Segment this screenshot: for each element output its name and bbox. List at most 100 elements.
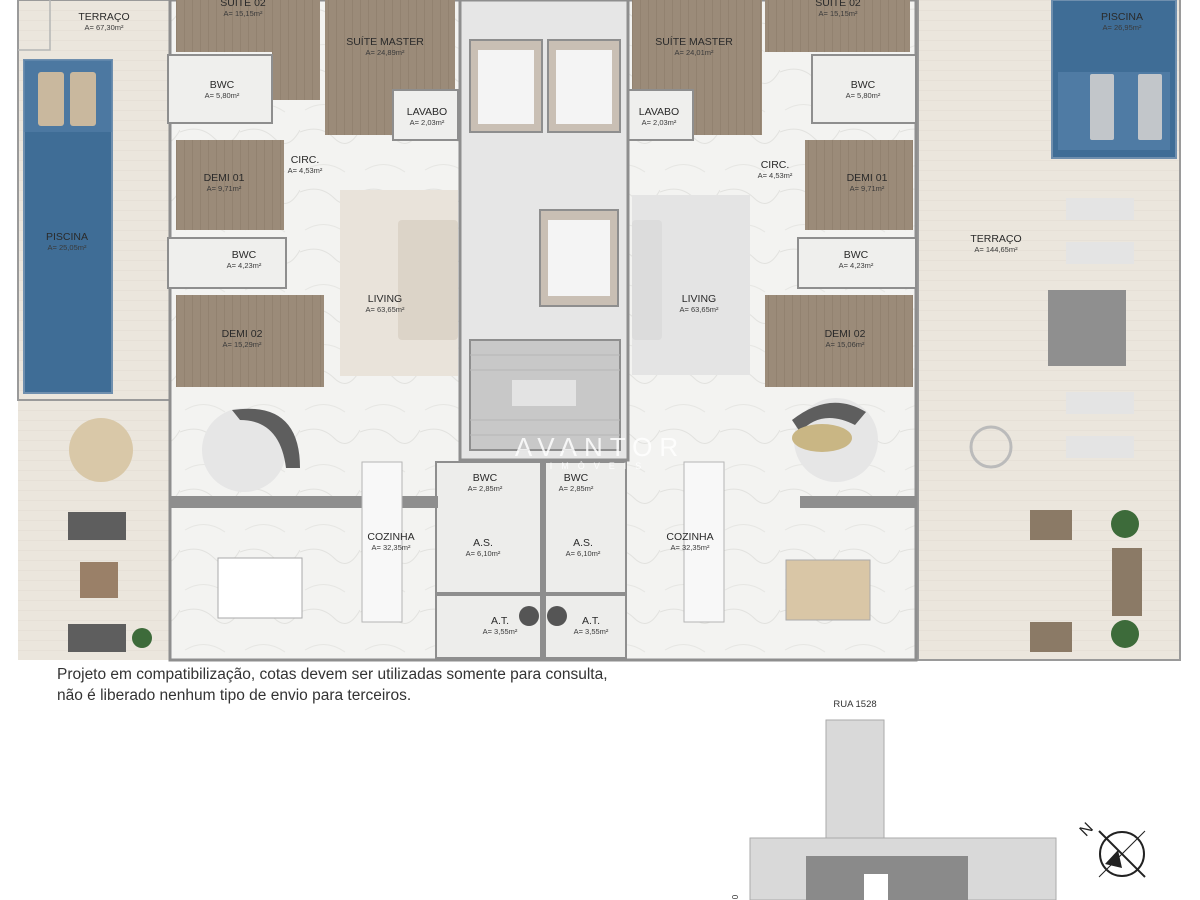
disclaimer-line-2: não é liberado nenhum tipo de envio para…: [57, 687, 412, 704]
kitchen-island-right: [683, 461, 725, 623]
room-label-at-left: A.T.: [491, 615, 509, 627]
room-label-piscina-right: PISCINA: [1101, 11, 1143, 23]
suite02-left-floor: [176, 0, 272, 52]
plant-icon: [1111, 620, 1139, 648]
room-area-living-left: A= 63,65m²: [366, 305, 405, 314]
gazebo-icon: [1048, 290, 1126, 366]
armchair-icon: [1030, 622, 1072, 652]
room-label-as-left: A.S.: [473, 537, 493, 549]
room-area-piscina-left: A= 25,05m²: [48, 243, 87, 252]
room-area-lavabo-left: A= 2,03m²: [410, 118, 445, 127]
room-area-living-right: A= 63,65m²: [680, 305, 719, 314]
room-label-piscina-left: PISCINA: [46, 231, 88, 243]
sofa-icon: [68, 624, 126, 652]
water-heater-icon: [519, 606, 539, 626]
room-label-circ-right: CIRC.: [761, 159, 790, 171]
sunbed-icon: [1090, 74, 1114, 140]
watermark-subtitle: IMÓVEIS: [549, 461, 651, 471]
room-label-terraco-left: TERRAÇO: [78, 11, 129, 23]
sofa-icon: [792, 402, 866, 432]
room-area-piscina-right: A= 26,95m²: [1103, 23, 1142, 32]
sunbed-icon: [1066, 242, 1134, 264]
disclaimer-note: Projeto em compatibilização, cotas devem…: [57, 664, 608, 706]
sofa-icon: [68, 512, 126, 540]
room-label-suite-master-left: SUÍTE MASTER: [346, 35, 424, 48]
site-street-block: [825, 719, 885, 841]
sunbed-icon: [1066, 198, 1134, 220]
room-label-circ-left: CIRC.: [291, 154, 320, 166]
armchair-icon: [1030, 510, 1072, 540]
room-area-as-left: A= 6,10m²: [466, 549, 501, 558]
room-label-bwc-service-left: BWC: [473, 472, 498, 484]
demi02-left-floor: [176, 295, 324, 387]
room-label-bwc-demi-left: BWC: [232, 249, 257, 261]
room-label-lavabo-left: LAVABO: [407, 106, 447, 118]
room-area-cozinha-right: A= 32,35m²: [671, 543, 710, 552]
sunbed-icon: [38, 72, 64, 126]
room-label-bwc-demi-right: BWC: [844, 249, 869, 261]
sofa-icon: [232, 408, 300, 468]
sunbed-icon: [1066, 436, 1134, 458]
room-area-bwc-demi-right: A= 4,23m²: [839, 261, 874, 270]
demi01-left-floor: [176, 140, 284, 230]
room-area-suite02-right: A= 15,15m²: [819, 9, 858, 18]
room-label-cozinha-right: COZINHA: [666, 531, 713, 543]
room-area-bwc-suite-left: A= 5,80m²: [205, 91, 240, 100]
room-label-demi01-right: DEMI 01: [847, 172, 888, 184]
side-table-icon: [80, 562, 118, 598]
sunbed-icon: [1138, 74, 1162, 140]
room-label-demi02-left: DEMI 02: [222, 328, 263, 340]
room-area-lavabo-right: A= 2,03m²: [642, 118, 677, 127]
sofa-icon: [398, 220, 458, 340]
sunbed-icon: [70, 72, 96, 126]
dining-table-icon: [785, 559, 871, 621]
kitchen-island-left: [361, 461, 403, 623]
room-label-bwc-suite-left: BWC: [210, 79, 235, 91]
room-label-as-right: A.S.: [573, 537, 593, 549]
room-label-demi01-left: DEMI 01: [204, 172, 245, 184]
room-area-at-right: A= 3,55m²: [574, 627, 609, 636]
coffee-table-icon: [792, 424, 852, 452]
lounge-left-rug: [202, 408, 286, 492]
room-area-bwc-service-right: A= 2,85m²: [559, 484, 594, 493]
compass-rose-icon: N: [1077, 820, 1146, 878]
site-edge-mark: 0: [731, 894, 740, 899]
dining-table-icon: [217, 557, 303, 619]
water-heater-icon: [547, 606, 567, 626]
room-label-terraco-right: TERRAÇO: [970, 233, 1021, 245]
room-label-lavabo-right: LAVABO: [639, 106, 679, 118]
room-label-cozinha-left: COZINHA: [367, 531, 414, 543]
room-area-at-left: A= 3,55m²: [483, 627, 518, 636]
room-area-demi02-left: A= 15,29m²: [223, 340, 262, 349]
room-area-as-right: A= 6,10m²: [566, 549, 601, 558]
room-label-living-right: LIVING: [682, 293, 716, 305]
room-area-circ-left: A= 4,53m²: [288, 166, 323, 175]
room-label-bwc-suite-right: BWC: [851, 79, 876, 91]
sofa-icon: [632, 220, 662, 340]
room-area-terraco-right: A= 144,65m²: [974, 245, 1018, 254]
room-area-circ-right: A= 4,53m²: [758, 171, 793, 180]
room-area-demi01-left: A= 9,71m²: [207, 184, 242, 193]
room-area-demi02-right: A= 15,06m²: [826, 340, 865, 349]
room-label-suite-master-right: SUÍTE MASTER: [655, 35, 733, 48]
room-label-living-left: LIVING: [368, 293, 402, 305]
round-table-icon: [69, 418, 133, 482]
room-area-suite02-left: A= 15,15m²: [224, 9, 263, 18]
room-label-bwc-service-right: BWC: [564, 472, 589, 484]
room-area-bwc-suite-right: A= 5,80m²: [846, 91, 881, 100]
plant-icon: [1111, 510, 1139, 538]
round-table-icon: [969, 425, 1013, 469]
room-label-demi02-right: DEMI 02: [825, 328, 866, 340]
room-area-suite-master-left: A= 24,89m²: [366, 48, 405, 57]
room-area-cozinha-left: A= 32,35m²: [372, 543, 411, 552]
disclaimer-line-1: Projeto em compatibilização, cotas devem…: [57, 666, 608, 683]
room-label-at-right: A.T.: [582, 615, 600, 627]
room-label-suite02-left: SUÍTE 02: [220, 0, 266, 9]
sofa-icon: [1112, 548, 1142, 616]
street-label: RUA 1528: [833, 699, 877, 710]
plant-icon: [132, 628, 152, 648]
room-area-demi01-right: A= 9,71m²: [850, 184, 885, 193]
room-label-suite02-right: SUÍTE 02: [815, 0, 861, 9]
room-area-terraco-left: A= 67,30m²: [85, 23, 124, 32]
